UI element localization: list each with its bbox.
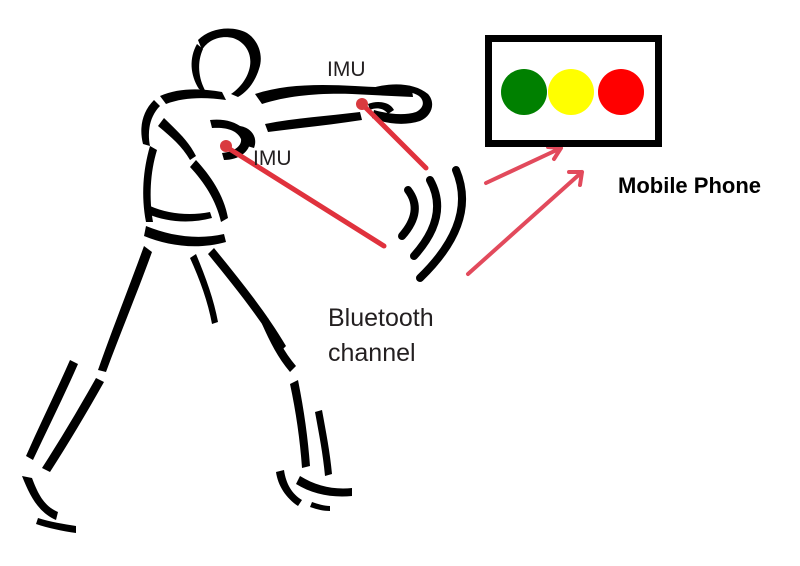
boxer-front-toe-mark <box>310 502 330 511</box>
boxer-front-foot <box>296 476 352 497</box>
boxer-glove <box>372 84 433 124</box>
bluetooth-channel-label-line1: Bluetooth <box>328 304 434 332</box>
boxer-waist <box>148 206 212 222</box>
signal-arc-middle <box>410 176 442 260</box>
boxer-head <box>198 28 261 98</box>
yellow-light-indicator <box>548 69 594 115</box>
boxer-glove-thumb <box>368 102 394 114</box>
boxer-front-calf <box>290 380 310 468</box>
boxer-front-shin <box>315 410 332 476</box>
red-light-indicator <box>598 69 644 115</box>
boxer-back-shoulder <box>141 100 160 146</box>
boxer-torso-back <box>143 146 157 222</box>
wireless-signal-icon <box>398 166 466 282</box>
boxer-rear-fist <box>238 126 256 148</box>
boxer-rear-thigh <box>98 246 152 372</box>
signal-arc-inner <box>398 186 419 240</box>
boxer-rear-foot <box>22 476 58 520</box>
imu-upper-link-line <box>359 101 429 171</box>
signal-arc-outer <box>416 166 466 282</box>
bluetooth-channel-label-line2: channel <box>328 339 416 367</box>
boxer-front-heel <box>276 470 302 506</box>
mobile-phone-label: Mobile Phone <box>618 173 761 198</box>
imu-lower-sensor-dot <box>220 140 232 152</box>
boxer-figure <box>22 28 433 533</box>
arrow-lower <box>466 170 584 276</box>
boxer-rear-calf <box>42 378 104 472</box>
signal-arrows <box>466 145 584 276</box>
imu-upper-sensor-dot <box>356 98 368 110</box>
green-light-indicator <box>501 69 547 115</box>
imu-lower-label: IMU <box>253 147 292 170</box>
boxer-rear-calf-back <box>26 360 78 460</box>
boxer-punch-arm-bottom <box>265 112 362 132</box>
mobile-phone-screen <box>485 35 662 147</box>
boxer-head-back <box>191 44 206 92</box>
boxer-chest <box>158 118 196 160</box>
boxer-neck-shoulder <box>160 89 226 104</box>
imu-upper-label: IMU <box>327 58 366 81</box>
boxer-belt <box>144 226 226 247</box>
boxer-rear-toes <box>36 518 76 533</box>
boxer-front-knee <box>262 318 296 372</box>
arrow-upper <box>484 145 563 185</box>
boxer-torso-front <box>190 160 228 222</box>
boxer-rear-arm <box>210 119 251 160</box>
boxer-shorts-crease <box>190 254 218 324</box>
imu-lower-link-line <box>225 145 387 249</box>
